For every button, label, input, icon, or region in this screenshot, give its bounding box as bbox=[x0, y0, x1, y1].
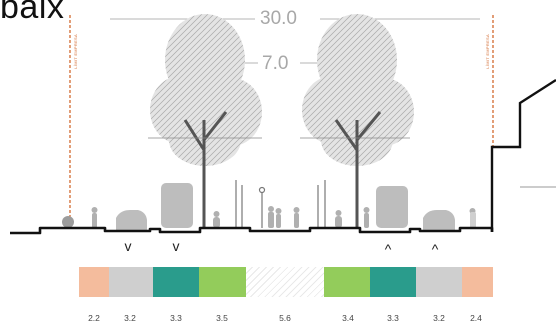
limit-lines bbox=[69, 15, 494, 225]
lane-bar-parking bbox=[109, 267, 153, 297]
lane-bar-bus bbox=[153, 267, 199, 297]
bush-left bbox=[62, 216, 74, 228]
lane-width-label: 2.4 bbox=[470, 313, 482, 323]
right-limit-label: LÍMIT EMPRESA bbox=[485, 34, 490, 69]
lane-width-label: 3.3 bbox=[170, 313, 182, 323]
total-width-label: 30.0 bbox=[256, 9, 301, 28]
ground-profile bbox=[10, 226, 494, 235]
lane-width-label: 3.5 bbox=[216, 313, 228, 323]
lane-bar-parking bbox=[416, 267, 462, 297]
lane-width-label: 3.3 bbox=[387, 313, 399, 323]
bus-left bbox=[161, 183, 193, 228]
partial-title: baix bbox=[0, 0, 65, 26]
lane-bar-bike bbox=[324, 267, 370, 297]
building-outline bbox=[490, 78, 556, 232]
car-left bbox=[116, 210, 147, 230]
left-limit-label: LÍMIT EMPRESA bbox=[73, 34, 78, 69]
lane-bar-bus bbox=[370, 267, 416, 297]
bus-right bbox=[376, 186, 408, 228]
street-lights bbox=[235, 180, 326, 228]
lane-direction-arrow: ^ bbox=[384, 241, 392, 257]
lane-bar-bike bbox=[199, 267, 246, 297]
lane-width-label: 3.2 bbox=[433, 313, 445, 323]
vehicles bbox=[62, 183, 455, 230]
tree-right bbox=[300, 14, 414, 228]
lane-bar-median bbox=[246, 267, 324, 297]
pedestrians bbox=[91, 206, 476, 228]
inner-width-label: 7.0 bbox=[258, 54, 293, 73]
lane-bar-sidewalk bbox=[79, 267, 109, 297]
car-right bbox=[423, 210, 455, 230]
lane-bar-sidewalk bbox=[462, 267, 493, 297]
lane-width-label: 3.4 bbox=[342, 313, 354, 323]
lane-direction-arrow: v bbox=[124, 238, 132, 254]
tree-left bbox=[148, 14, 262, 228]
lane-width-label: 2.2 bbox=[88, 313, 100, 323]
lane-width-label: 3.2 bbox=[124, 313, 136, 323]
lane-direction-arrow: ^ bbox=[431, 241, 439, 257]
lane-width-label: 5.6 bbox=[279, 313, 291, 323]
lane-direction-arrow: v bbox=[172, 238, 180, 254]
